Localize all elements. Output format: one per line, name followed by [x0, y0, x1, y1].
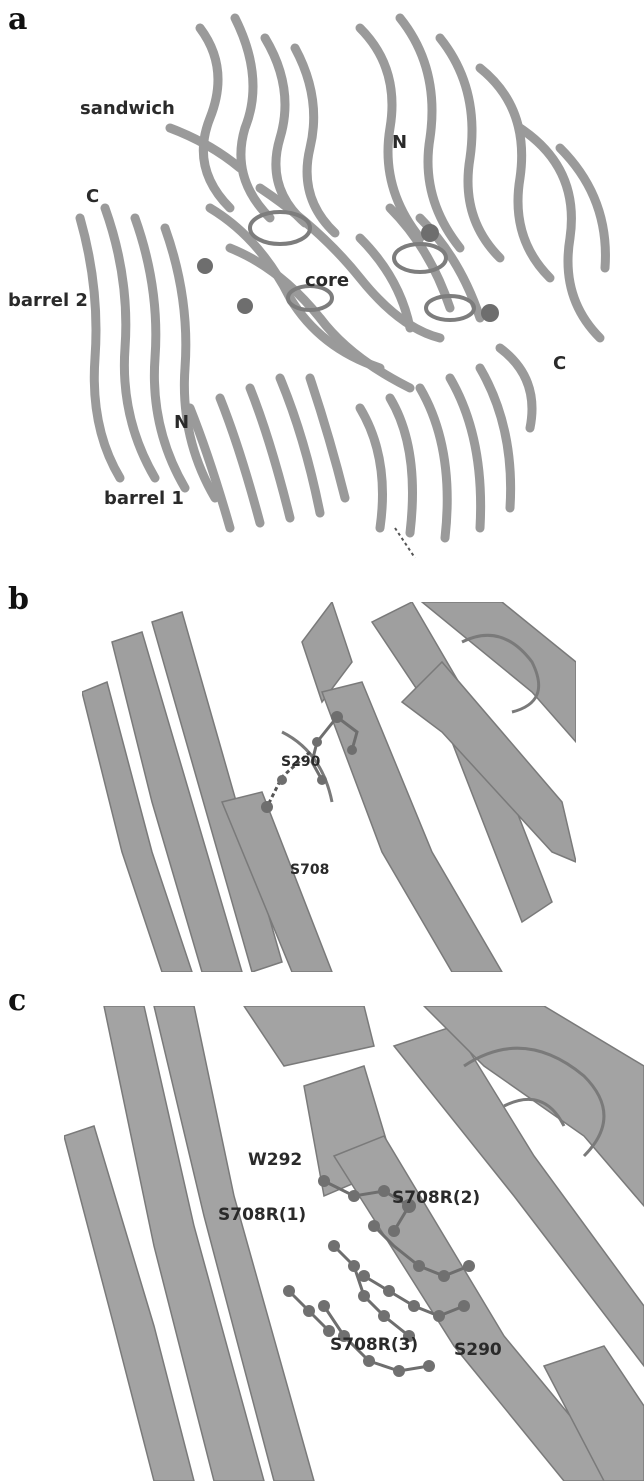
panel-c-letter: c	[8, 983, 26, 1018]
label-barrel-2: barrel 2	[8, 290, 88, 311]
label-s708r2: S708R(2)	[392, 1188, 480, 1208]
label-s708r1: S708R(1)	[218, 1205, 306, 1225]
panel-b-structure	[82, 602, 576, 972]
label-s290-c: S290	[454, 1340, 502, 1360]
panel-b-letter: b	[8, 582, 29, 617]
label-n-bottom: N	[174, 412, 189, 433]
label-c-right: C	[553, 353, 566, 374]
panel-c-structure	[64, 1006, 644, 1481]
label-barrel-1: barrel 1	[104, 488, 184, 509]
label-s708r3: S708R(3)	[330, 1335, 418, 1355]
label-n-top: N	[392, 132, 407, 153]
protein-ribbon-closeup-c	[64, 1006, 644, 1481]
protein-ribbon-overview	[60, 8, 644, 568]
label-w292: W292	[248, 1150, 302, 1170]
label-sandwich: sandwich	[80, 98, 175, 119]
label-core: core	[305, 270, 349, 291]
panel-a-structure	[60, 8, 644, 568]
label-s290: S290	[281, 754, 320, 770]
protein-ribbon-closeup-b	[82, 602, 576, 972]
label-s708: S708	[290, 862, 329, 878]
panel-a-letter: a	[8, 2, 27, 37]
label-c-left: C	[86, 186, 99, 207]
